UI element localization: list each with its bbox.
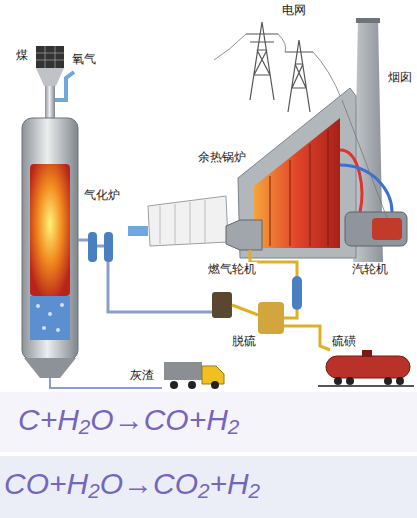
- steam-pipe: [340, 150, 362, 212]
- air-duct: [128, 226, 148, 236]
- gasifier-quench: [30, 296, 70, 340]
- ground: [0, 0, 417, 392]
- boiler-tubes: [270, 130, 328, 246]
- syngas-pipe: [78, 239, 88, 242]
- oxygen-pipe: [55, 72, 74, 100]
- truck-wheel: [170, 381, 219, 389]
- part-label: 气化炉: [82, 188, 122, 202]
- coal-hopper: [36, 46, 64, 68]
- reaction-equation: CO+H₂O→CO₂+H₂: [4, 466, 260, 502]
- part-label: 灰渣: [128, 368, 156, 382]
- chimney-cap: [356, 18, 380, 23]
- part-label: 氧气: [70, 52, 98, 66]
- rail: [318, 385, 414, 387]
- tanker-dome: [362, 350, 372, 357]
- tanker-wheel: [334, 377, 404, 385]
- reaction-equation: C+H₂O→CO+H₂: [18, 402, 239, 438]
- water-pipe: [340, 165, 392, 212]
- filter-vessel: [104, 232, 113, 262]
- part-label: 脱硫: [230, 334, 258, 348]
- transmission-tower: [214, 22, 342, 112]
- desulfur-tank: [258, 302, 284, 334]
- desulfur-tank: [212, 292, 232, 318]
- part-label: 硫磺: [330, 334, 358, 348]
- intake-filter: [160, 200, 205, 244]
- gasifier: [22, 118, 78, 360]
- clean-gas-pipe: [232, 250, 297, 318]
- hopper-funnel: [36, 68, 64, 86]
- air-intake: [148, 196, 228, 246]
- filter-vessel: [88, 232, 97, 262]
- part-label: 电网: [280, 3, 308, 17]
- part-label: 余热锅炉: [196, 150, 248, 164]
- sulfur-tanker: [326, 356, 410, 378]
- part-label: 燃气轮机: [206, 262, 258, 276]
- gasifier-fire: [30, 164, 70, 296]
- feed-neck: [45, 86, 55, 118]
- ash-truck-bed: [164, 362, 202, 380]
- power-line: [342, 100, 387, 218]
- gas-turbine: [226, 220, 262, 250]
- equation-band: [0, 392, 417, 452]
- syngas-pipe: [97, 246, 212, 312]
- gasifier-cone: [24, 358, 76, 378]
- part-label: 煤: [14, 48, 30, 62]
- quench-bubbles: [36, 303, 64, 332]
- part-label: 烟囱: [386, 70, 414, 84]
- equation-band: [0, 456, 417, 518]
- generator: [372, 218, 402, 240]
- coal-grid: [36, 46, 64, 68]
- desulfur-column: [292, 276, 302, 310]
- sulfur-pipe: [284, 326, 330, 350]
- ash-truck-cab: [202, 366, 224, 384]
- steam-turbine: [345, 212, 407, 246]
- part-label: 汽轮机: [350, 262, 390, 276]
- boiler-heat-panel: [254, 118, 340, 248]
